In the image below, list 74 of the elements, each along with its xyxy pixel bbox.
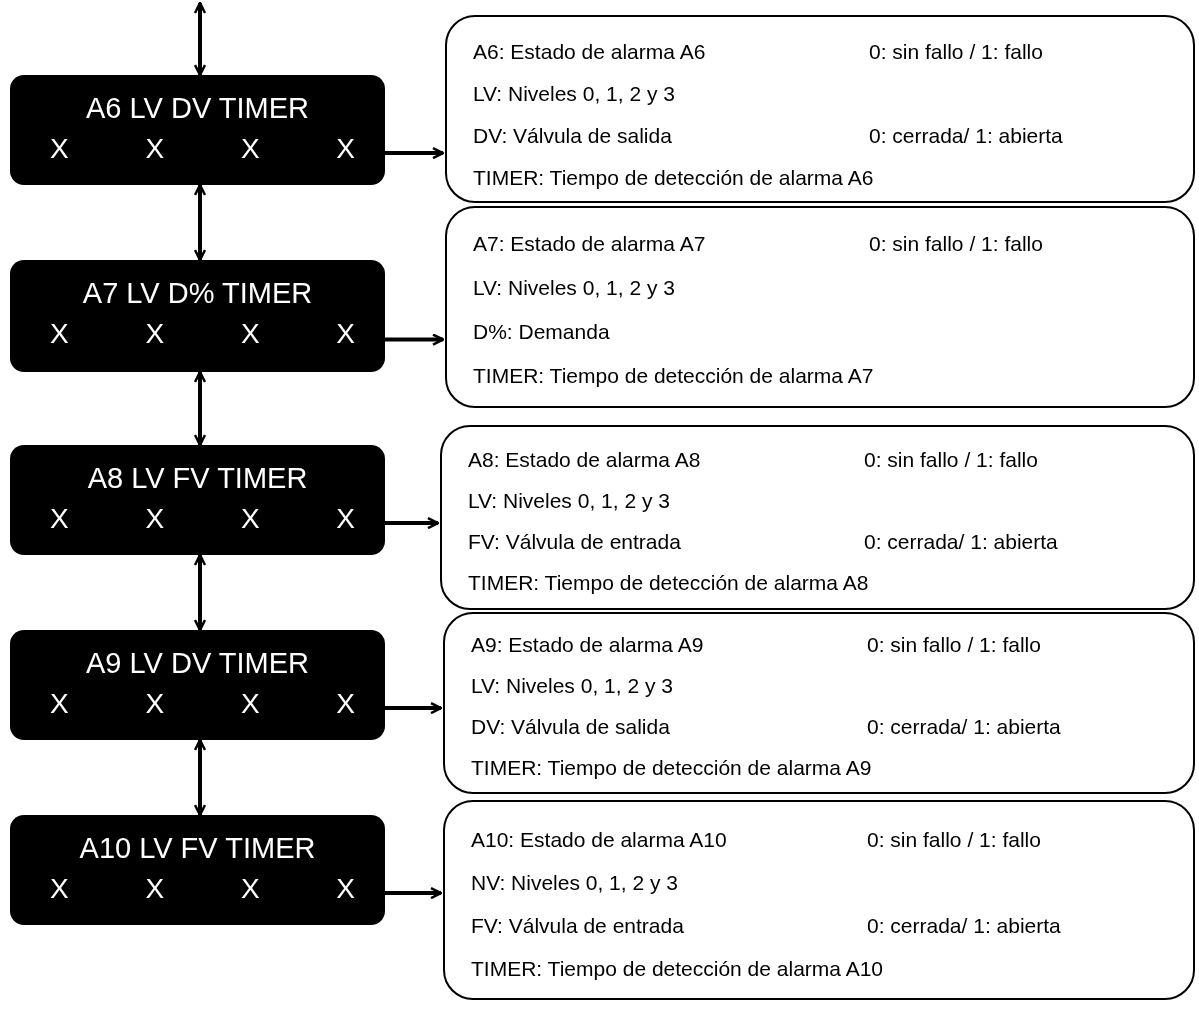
field-description: LV: Niveles 0, 1, 2 y 3 (468, 488, 670, 513)
bit-value: X (145, 502, 165, 536)
arrow (385, 516, 440, 530)
bit-value: X (240, 132, 260, 166)
field-description: 0: sin fallo / 1: fallo (867, 827, 1041, 852)
bit-value: X (240, 502, 260, 536)
register-title: A7 LV D% TIMER (82, 276, 313, 311)
bit-value: X (336, 502, 355, 536)
field-description: FV: Válvula de entrada (468, 529, 682, 554)
field-description: 0: cerrada/ 1: abierta (864, 529, 1058, 554)
bit-value: X (50, 502, 69, 536)
field-description: TIMER: Tiempo de detección de alarma A7 (473, 364, 874, 388)
register-title: A6 LV DV TIMER (86, 91, 309, 126)
field-description: 0: sin fallo / 1: fallo (869, 232, 1043, 256)
bit-value: X (240, 872, 260, 906)
field-description: 0: cerrada/ 1: abierta (869, 124, 1063, 148)
field-description: LV: Niveles 0, 1, 2 y 3 (471, 673, 673, 698)
description-box (445, 15, 1195, 203)
description-box (440, 425, 1195, 610)
bit-value: X (145, 317, 165, 351)
field-description: A8: Estado de alarma A8 (468, 447, 702, 472)
field-description: DV: Válvula de salida (471, 714, 671, 739)
field-description: FV: Válvula de entrada (471, 913, 685, 938)
field-description: LV: Niveles 0, 1, 2 y 3 (473, 82, 675, 106)
arrow (385, 701, 443, 715)
description-box (443, 800, 1195, 1000)
description-box (445, 206, 1195, 408)
bit-value: X (145, 872, 165, 906)
bit-value: X (145, 132, 165, 166)
register-title: A9 LV DV TIMER (86, 646, 309, 681)
bit-value: X (336, 872, 355, 906)
arrow (385, 333, 445, 346)
bit-value: X (50, 132, 69, 166)
bit-value: X (240, 687, 260, 721)
field-description: LV: Niveles 0, 1, 2 y 3 (473, 276, 675, 300)
register-title: A8 LV FV TIMER (87, 461, 308, 496)
bit-value: X (50, 687, 69, 721)
register-title: A10 LV FV TIMER (79, 831, 316, 866)
field-description: A10: Estado de alarma A10 (471, 827, 728, 852)
field-description: TIMER: Tiempo de detección de alarma A6 (473, 166, 874, 190)
register-box (10, 445, 385, 555)
field-description: 0: sin fallo / 1: fallo (864, 447, 1038, 472)
field-description: TIMER: Tiempo de detección de alarma A9 (471, 755, 872, 780)
bit-value: X (336, 132, 355, 166)
double-arrow (193, 370, 207, 447)
description-box (443, 612, 1195, 794)
double-arrow (193, 553, 207, 632)
bit-value: X (336, 317, 355, 351)
bit-value: X (240, 317, 260, 351)
field-description: 0: cerrada/ 1: abierta (867, 913, 1061, 938)
double-arrow (193, 1, 207, 77)
double-arrow (193, 738, 207, 817)
field-description: 0: sin fallo / 1: fallo (867, 632, 1041, 657)
field-description: 0: sin fallo / 1: fallo (869, 40, 1043, 64)
bit-value: X (145, 687, 165, 721)
field-description: 0: cerrada/ 1: abierta (867, 714, 1061, 739)
field-description: TIMER: Tiempo de detección de alarma A8 (468, 570, 869, 595)
register-box (10, 75, 385, 185)
register-box (10, 630, 385, 740)
arrow (385, 146, 445, 160)
field-description: TIMER: Tiempo de detección de alarma A10 (471, 956, 884, 981)
bit-value: X (50, 317, 69, 351)
register-box (10, 815, 385, 925)
field-description: A7: Estado de alarma A7 (473, 232, 707, 256)
double-arrow (193, 183, 207, 262)
field-description: A6: Estado de alarma A6 (473, 40, 707, 64)
field-description: D%: Demanda (473, 320, 610, 344)
field-description: DV: Válvula de salida (473, 124, 673, 148)
arrow (385, 886, 443, 900)
field-description: NV: Niveles 0, 1, 2 y 3 (471, 870, 678, 895)
register-box (10, 260, 385, 372)
field-description: A9: Estado de alarma A9 (471, 632, 705, 657)
bit-value: X (50, 872, 69, 906)
bit-value: X (336, 687, 355, 721)
